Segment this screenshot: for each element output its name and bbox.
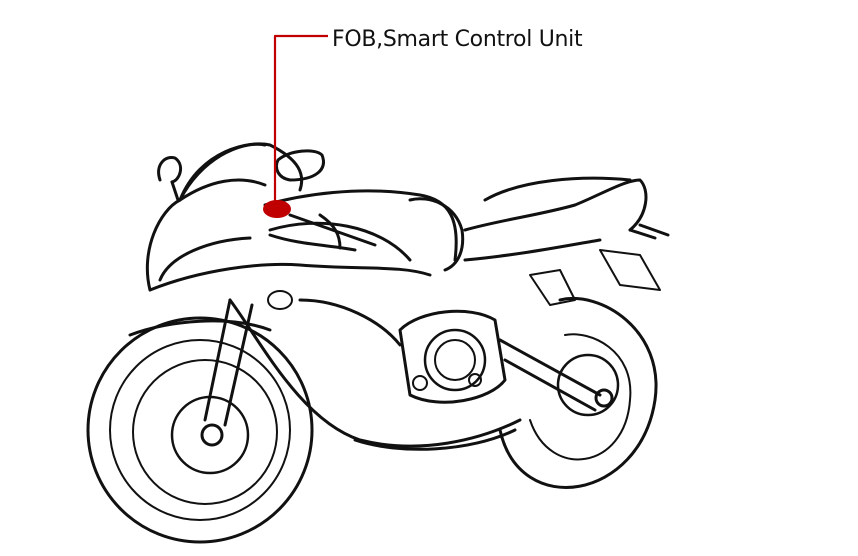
engine (398, 309, 507, 404)
callout-label: FOB,Smart Control Unit (332, 27, 583, 52)
swingarm (498, 269, 602, 412)
front-wheel (86, 316, 314, 544)
callout-leader-line (273, 34, 328, 205)
fairing (145, 142, 522, 451)
fob-smart-control-unit-highlight (263, 200, 291, 218)
windscreen (157, 142, 325, 202)
handlebar (268, 213, 377, 252)
fuel-tank-and-seat (408, 176, 670, 291)
rear-wheel (498, 297, 658, 489)
